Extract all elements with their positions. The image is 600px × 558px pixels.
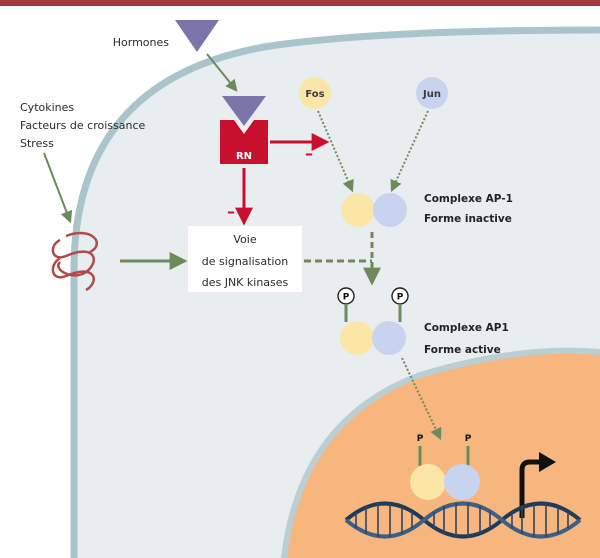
ap1-inactive-jun [373,193,407,227]
inhibit-sign-jnk: – [227,202,235,221]
nuclear-ap1-jun [444,464,480,500]
ap1-active-jun [372,321,406,355]
top-bar [0,0,600,6]
fos-circle [299,77,331,109]
nuclear-ap1-fos [410,464,446,500]
ap1-inactive-title: Complexe AP-1 [424,193,513,205]
jnk-line-1: Voie [233,233,256,246]
phospho-jun-label: P [397,293,404,303]
rn-label: RN [236,151,252,162]
inhibit-sign-ap1: – [305,144,313,163]
nuclear-phospho-jun-label: P [465,434,472,444]
ap1-inactive-state: Forme inactive [424,213,512,225]
hormone-to-receptor-arrow [206,53,238,92]
jun-label: Jun [422,89,441,100]
ap1-to-nucleus-arrow [401,357,442,441]
nuclear-membrane [281,347,600,558]
stimulus-growth-factors: Facteurs de croissance [20,119,145,132]
ap1-active-title: Complexe AP1 [424,322,509,334]
stimuli-to-receptor-arrow [43,152,73,224]
jun-circle [416,77,448,109]
hormones-label: Hormones [113,36,170,49]
dna-helix-icon [344,501,582,539]
ap1-active-state: Forme active [424,344,501,356]
jun-arrow [390,110,429,193]
nuclear-receptor-icon [220,120,268,164]
transcription-arrow-head [539,452,556,472]
jnk-line-3: des JNK kinases [202,276,289,289]
hormone-triangle-icon [175,20,219,52]
stimulus-stress: Stress [20,137,54,150]
transcription-start-arrow-icon [519,459,541,518]
fos-label: Fos [305,89,324,100]
phospho-fos-label: P [343,293,350,303]
ap1-active-fos [340,321,374,355]
jnk-line-2: de signalisation [202,255,288,268]
bound-hormone-icon [222,96,266,126]
membrane-receptor-icon [51,231,98,292]
jnk-pathway-box [188,226,302,292]
cell-membrane [70,26,600,558]
stimulus-cytokines: Cytokines [20,101,74,114]
ap1-inactive-fos [341,193,375,227]
nuclear-phospho-fos-label: P [417,434,424,444]
